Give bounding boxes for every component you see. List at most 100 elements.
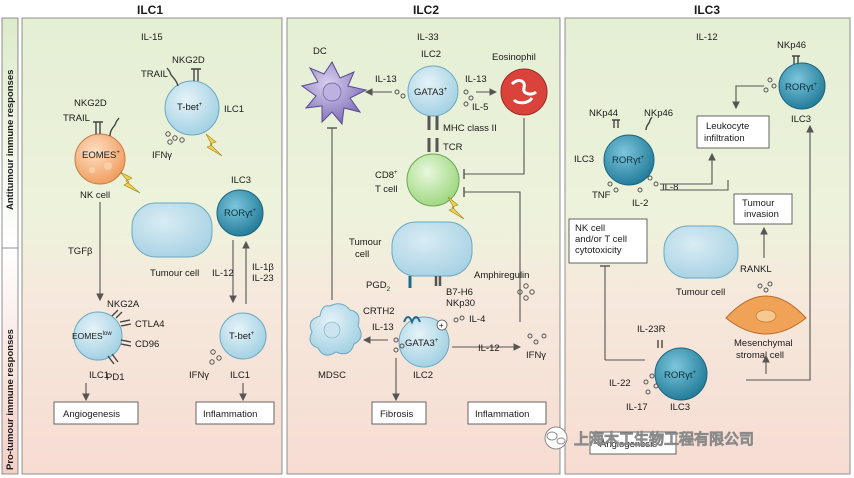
dendritic-cell [300,61,368,126]
svg-text:GATA3+: GATA3+ [414,87,448,98]
ilc2-il12-label: IL-12 [478,343,500,354]
nkp46-top-icon [792,55,800,64]
amphiregulin-label: Amphiregulin [474,270,529,281]
inflammation-ilc1-label: Inflammation [203,409,257,420]
rankl-label: RANKL [740,264,772,275]
svg-text:RORγt+: RORγt+ [224,208,257,219]
eosinophil-label: Eosinophil [492,52,536,63]
il17-label: IL-17 [626,402,648,413]
ilc1-tumour-cell [131,202,213,258]
ilc1-top-cell: T-bet+ [164,67,220,136]
ilc1-panel-ilc3-label: ILC3 [231,175,251,186]
tbet-bottom-ifng: IFNγ [189,370,209,381]
svg-text:T-bet+: T-bet+ [177,102,203,113]
angiogenesis-box-ilc1 [53,401,139,425]
il23r-label: IL-23R [637,324,666,335]
side-label-strip: Antitumour immune responses Pro-tumour i… [1,17,19,475]
nk-lightning-icon [119,171,141,194]
svg-text:CD8+: CD8+ [375,170,398,181]
nkp44-label: NKp44 [589,108,618,119]
ilc1-tumour-label: Tumour cell [150,268,199,279]
tcr-label: TCR [443,142,463,153]
ilc1-trail-label: TRAIL [141,69,168,80]
nkg2d-receptor-icon [93,121,103,134]
eomes-low-ilc1-label: ILC1 [89,370,109,381]
nkp46-left-label: NKp46 [644,108,673,119]
ilc1-ifng-label: IFNγ [152,150,172,161]
ilc1-panel-ror-marker: RORγt [224,208,253,219]
ilc3-left-cell: RORγt+ [603,134,655,186]
trail-receptor-icon [109,117,120,137]
cd96-label: CD96 [135,339,159,350]
ilc1-lightning-icon [205,133,223,157]
watermark-text: 上海木工生物工程有限公司 [574,430,754,448]
b7h6-label: B7-H6 [446,287,473,298]
eomes-marker: EOMES [82,150,116,161]
cd8-label: CD8 [375,170,394,181]
svg-text:EOMES+: EOMES+ [82,150,120,161]
fibrosis-box [371,401,427,425]
pd1-label: PD1 [106,372,124,383]
ilc2-tumour-cell [391,221,473,277]
nk-nkg2d-label: NKG2D [74,98,107,109]
tbet-marker: T-bet [177,102,199,113]
il13-left-label: IL-13 [375,74,397,85]
nkp46-top-label: NKp46 [777,40,806,51]
pgd2-sub: 2 [387,287,391,293]
ilc3-bottom-cell: RORγt+ [654,347,708,401]
nk-trail-label: TRAIL [63,113,90,124]
svg-text:PGD2: PGD2 [366,280,391,293]
leukocyte-box [696,115,770,149]
il13-bottom-label: IL-13 [372,322,394,333]
ilc3-right-ror: RORγt [785,82,814,93]
ilc1-il12-label: IL-12 [212,268,234,279]
ilc1-header: ILC1 [137,3,163,17]
pgd2-label: PGD [366,280,387,291]
ilc2-bottom-cell: GATA3+ + [398,316,450,368]
fibrosis-label: Fibrosis [380,409,414,420]
svg-text:RORγt+: RORγt+ [664,370,697,381]
inflammation-box-ilc2 [467,401,547,425]
ilc3-header: ILC3 [694,3,720,17]
antitumour-label: Antitumour immune responses [5,70,16,210]
ilc1-nkg2d-label: NKG2D [172,55,205,66]
cd8-t-cell [406,153,460,207]
svg-text:EOMESlow: EOMESlow [72,331,112,341]
il8-label: IL-8 [662,182,678,193]
eomes-low-marker: EOMES [72,331,103,341]
eomes-low-sup: low [103,331,113,337]
inflammation-box-ilc1 [195,401,275,425]
inflammation-ilc2-label: Inflammation [475,409,529,420]
ilc3-left-ror: RORγt [612,155,641,166]
mhc-label: MHC class II [443,123,497,134]
crth2-label: CRTH2 [363,306,395,317]
il5-label: IL-5 [472,102,488,113]
ilc1-trail-icon [166,67,179,87]
il22-label: IL-22 [609,378,631,389]
ilc2-cytokine-il33: IL-33 [417,32,439,43]
nk-tcell-box [568,218,648,264]
angiogenesis-ilc1-label: Angiogenesis [63,409,120,420]
eosinophil-cell [500,68,548,116]
nkg2a-label: NKG2A [107,299,140,310]
ilc3-right-cell: RORγt+ [778,62,826,110]
ilc1-nkg2d-icon [191,68,201,81]
ilc2-top-gata3: GATA3 [414,87,444,98]
angiogenesis-box-ilc3 [589,431,677,455]
ilc1-top-label: ILC1 [224,104,244,115]
ilc2-bottom-label: ILC2 [413,370,433,381]
ilc3-bottom-label: ILC3 [670,402,690,413]
ilc3-tumour-label: Tumour cell [676,287,725,298]
pd1-icon [107,353,119,365]
ilc2-top-cell: GATA3+ [407,65,459,117]
il4-label: IL-4 [469,314,485,325]
tbet-bottom-marker: T-bet [229,331,251,342]
ilc1-panel-ilc3-cell: RORγt+ [216,189,264,237]
tbet-bottom-cell: T-bet+ [219,312,267,360]
ctla4-label: CTLA4 [135,319,165,330]
watermark: 上海木工生物工程有限公司 [544,426,754,450]
